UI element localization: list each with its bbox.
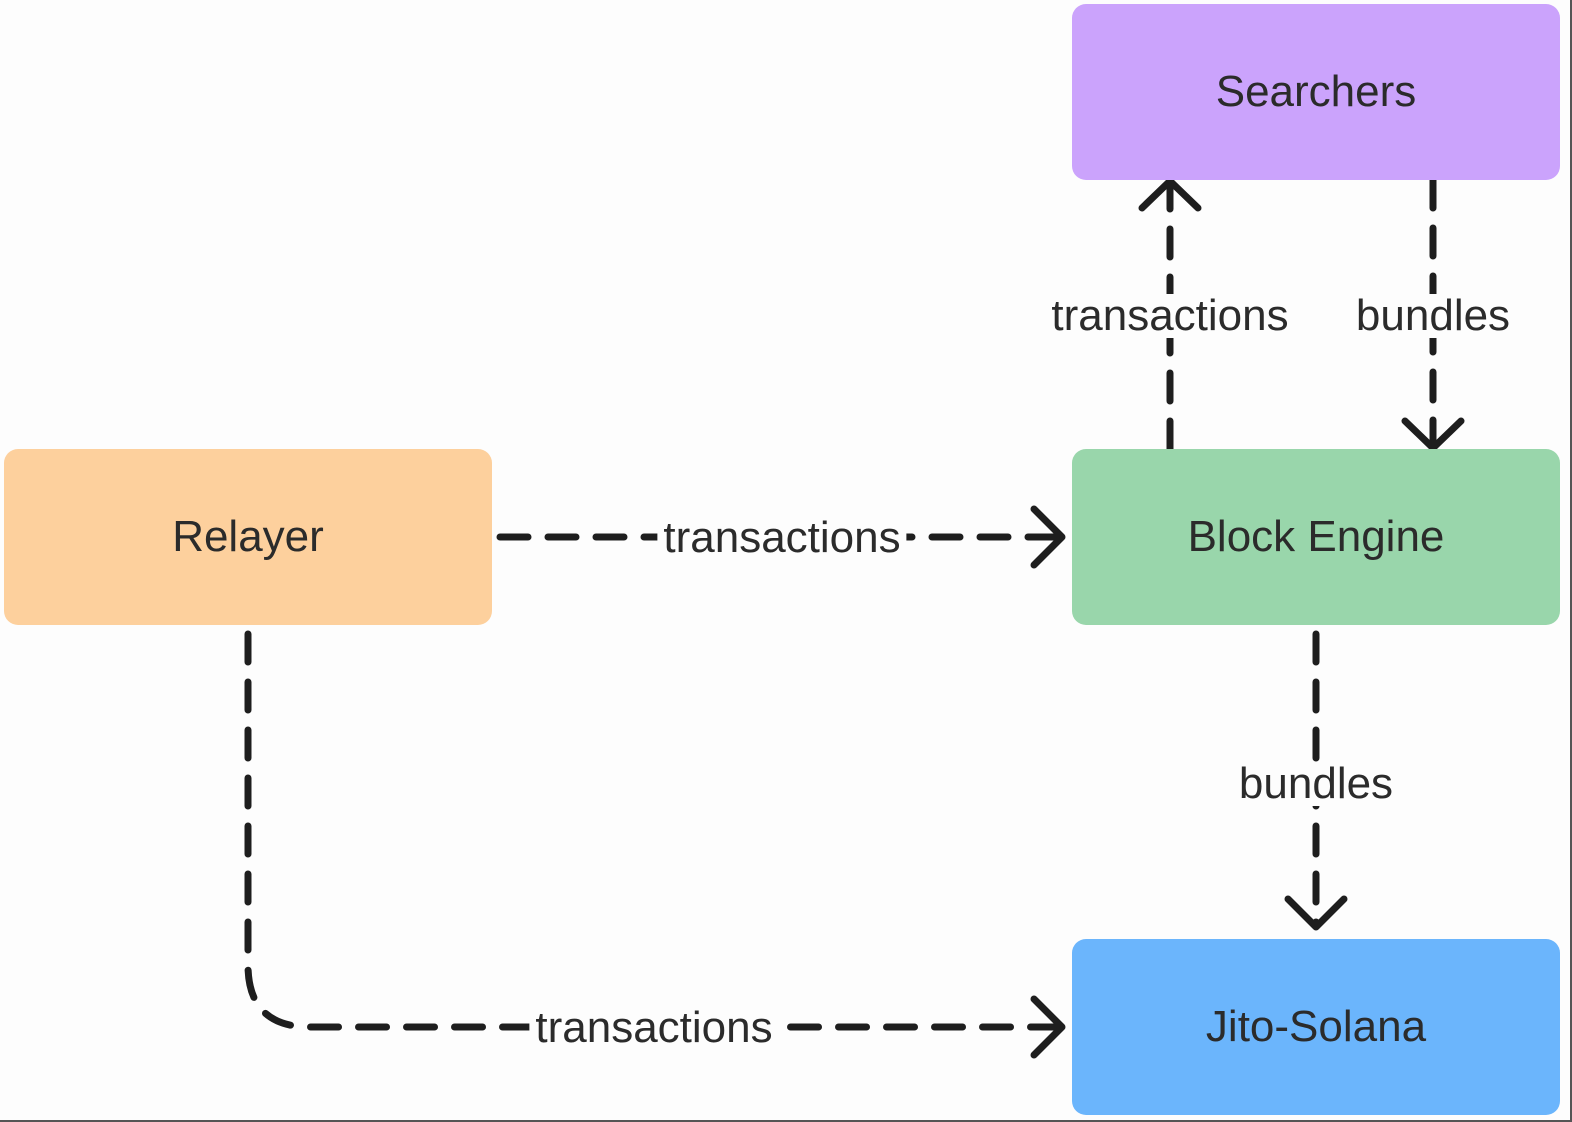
edge-label-bundles: bundles	[1349, 294, 1517, 338]
edge-relayer-to-jito-solana	[244, 630, 1064, 1031]
edge-label-transactions: transactions	[657, 516, 907, 560]
arrowhead-right-icon	[1030, 995, 1066, 1059]
node-relayer: Relayer	[4, 449, 492, 625]
edge-label-bundles: bundles	[1232, 762, 1400, 806]
arrowhead-down-icon	[1284, 895, 1348, 931]
node-block-engine: Block Engine	[1072, 449, 1560, 625]
arrowhead-up-icon	[1138, 177, 1202, 212]
arrowhead-right-icon	[1030, 505, 1066, 569]
node-label: Jito-Solana	[1205, 1002, 1427, 1051]
node-label: Relayer	[172, 512, 324, 561]
arrowhead-down-icon	[1401, 417, 1465, 452]
edge-label-transactions: transactions	[1045, 294, 1295, 338]
node-searchers: Searchers	[1072, 4, 1560, 180]
node-jito-solana: Jito-Solana	[1072, 939, 1560, 1115]
edge-label-transactions: transactions	[529, 1006, 779, 1050]
node-label: Searchers	[1215, 67, 1417, 116]
node-label: Block Engine	[1187, 512, 1445, 561]
